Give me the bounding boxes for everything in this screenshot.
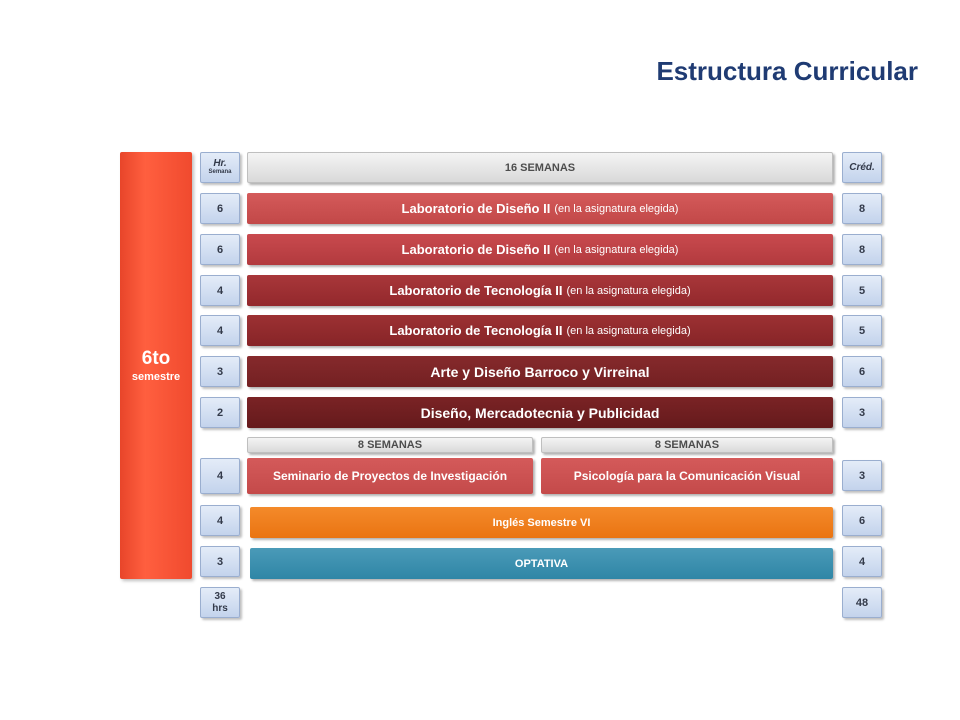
hours-header-sub: Semana: [208, 169, 232, 175]
subject-hours: 4: [200, 275, 240, 306]
subject-credits: 3: [842, 460, 882, 491]
subject-note: (en la asignatura elegida): [566, 324, 691, 337]
total-hours: 36 hrs: [200, 587, 240, 618]
subject-note: (en la asignatura elegida): [554, 202, 679, 215]
subject-name: Diseño, Mercadotecnia y Publicidad: [420, 404, 660, 421]
subject-name: Laboratorio de Diseño II: [401, 242, 551, 257]
optativa-credits: 4: [842, 546, 882, 577]
optativa-hours: 3: [200, 546, 240, 577]
subject-credits: 5: [842, 275, 882, 306]
subject-name: Laboratorio de Tecnología II: [389, 283, 563, 298]
english-bar: Inglés Semestre VI: [250, 507, 833, 538]
subject-credits: 3: [842, 397, 882, 428]
semester-label: semestre: [131, 370, 181, 383]
semester-block: 6to semestre: [120, 152, 192, 579]
subject-name: Arte y Diseño Barroco y Virreinal: [430, 363, 650, 380]
english-hours: 4: [200, 505, 240, 536]
hours-header: Hr. Semana: [200, 152, 240, 183]
subject-bar-b: Psicología para la Comunicación Visual: [541, 458, 833, 494]
subject-hours: 4: [200, 315, 240, 346]
weeks-header: 16 SEMANAS: [247, 152, 833, 183]
total-credits: 48: [842, 587, 882, 618]
subject-hours: 6: [200, 193, 240, 224]
credits-header-label: Créd.: [849, 161, 875, 173]
subject-note: (en la asignatura elegida): [554, 243, 679, 256]
weeks-header-a: 8 SEMANAS: [247, 437, 533, 453]
subject-hours: 2: [200, 397, 240, 428]
subject-credits: 8: [842, 193, 882, 224]
subject-hours: 3: [200, 356, 240, 387]
total-hours-unit: hrs: [212, 602, 228, 614]
total-hours-number: 36: [214, 590, 226, 602]
subject-credits: 5: [842, 315, 882, 346]
subject-bar: Laboratorio de Diseño II (en la asignatu…: [247, 234, 833, 265]
subject-bar: Laboratorio de Tecnología II (en la asig…: [247, 275, 833, 306]
subject-bar: Arte y Diseño Barroco y Virreinal: [247, 356, 833, 387]
subject-name: Laboratorio de Tecnología II: [389, 323, 563, 338]
weeks-header-b: 8 SEMANAS: [541, 437, 833, 453]
subject-bar: Laboratorio de Diseño II (en la asignatu…: [247, 193, 833, 224]
page-title: Estructura Curricular: [656, 56, 918, 86]
credits-header: Créd.: [842, 152, 882, 183]
semester-number: 6to: [141, 347, 171, 369]
subject-bar: Laboratorio de Tecnología II (en la asig…: [247, 315, 833, 346]
hours-header-label: Hr.: [213, 158, 227, 169]
subject-bar: Diseño, Mercadotecnia y Publicidad: [247, 397, 833, 428]
subject-hours: 4: [200, 458, 240, 494]
subject-hours: 6: [200, 234, 240, 265]
subject-name: Laboratorio de Diseño II: [401, 201, 551, 216]
subject-credits: 8: [842, 234, 882, 265]
subject-credits: 6: [842, 356, 882, 387]
subject-note: (en la asignatura elegida): [566, 284, 691, 297]
subject-bar-a: Seminario de Proyectos de Investigación: [247, 458, 533, 494]
english-credits: 6: [842, 505, 882, 536]
optativa-bar: OPTATIVA: [250, 548, 833, 579]
